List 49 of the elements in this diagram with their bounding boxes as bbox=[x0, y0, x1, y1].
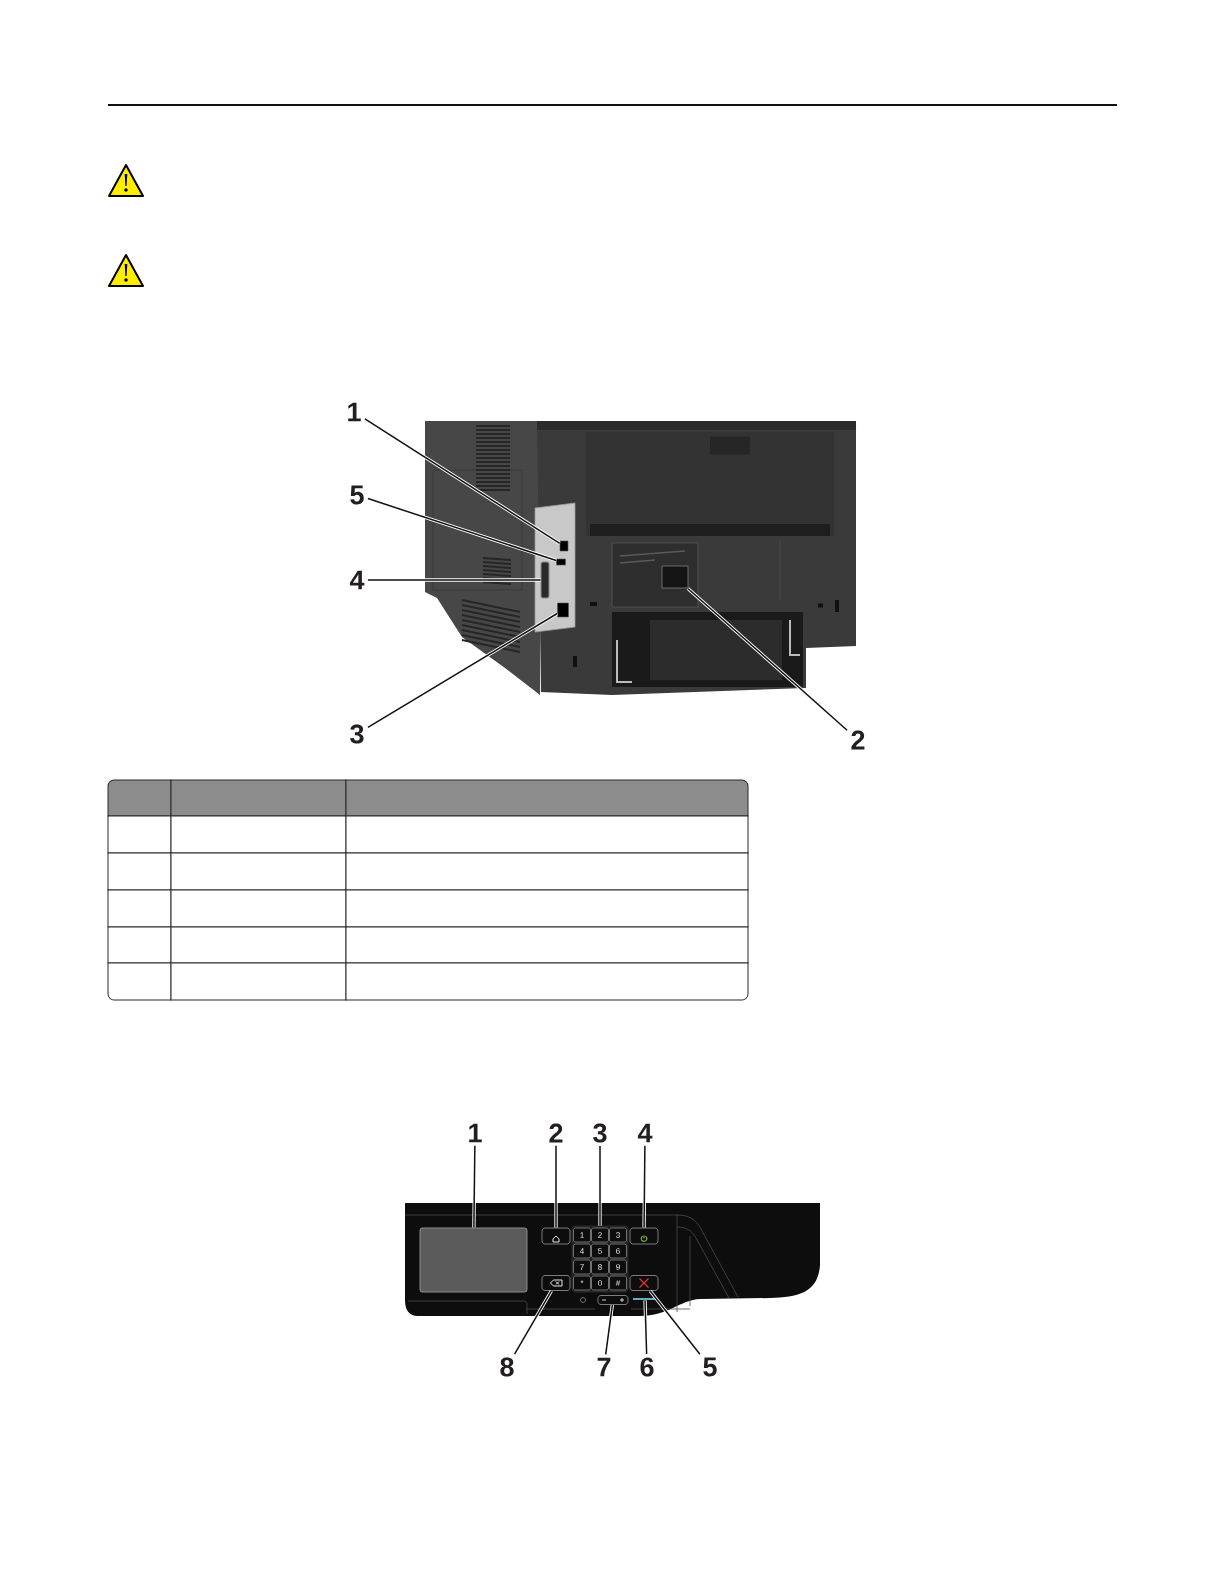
keypad-key: 8 bbox=[591, 1259, 609, 1275]
callout-number: 2 bbox=[549, 1123, 563, 1143]
ethernet-port bbox=[557, 602, 569, 618]
callout-number: 2 bbox=[851, 730, 865, 750]
home-button bbox=[541, 1227, 571, 1245]
callout-number: 1 bbox=[348, 402, 361, 422]
callout-number: 8 bbox=[500, 1357, 514, 1377]
usb-port bbox=[556, 558, 566, 566]
keypad-key: # bbox=[609, 1275, 627, 1291]
callout-number: 5 bbox=[350, 485, 364, 505]
callout-number: 5 bbox=[703, 1357, 717, 1377]
leader-line bbox=[364, 417, 561, 545]
leader-line bbox=[513, 1290, 553, 1355]
keypad-key: 6 bbox=[609, 1243, 627, 1259]
indicator-light bbox=[633, 1298, 657, 1300]
callout-number: 7 bbox=[597, 1357, 611, 1377]
usb-port bbox=[559, 540, 569, 552]
callout-number: 4 bbox=[349, 570, 365, 590]
keypad-key: 2 bbox=[591, 1227, 609, 1243]
power-socket bbox=[661, 565, 689, 589]
keypad-key: 3 bbox=[609, 1227, 627, 1243]
callout-number: 1 bbox=[469, 1123, 482, 1143]
volume-button bbox=[597, 1295, 629, 1305]
keypad-key: 5 bbox=[591, 1243, 609, 1259]
keypad-key: 4 bbox=[573, 1243, 591, 1259]
display-screen bbox=[419, 1227, 528, 1293]
leader-line bbox=[686, 587, 849, 732]
keypad-key: 9 bbox=[609, 1259, 627, 1275]
stop-button bbox=[629, 1275, 659, 1291]
leader-line bbox=[472, 1144, 477, 1229]
leader-line bbox=[648, 1289, 702, 1356]
parallel-port bbox=[540, 561, 550, 599]
leader-line bbox=[367, 612, 559, 729]
keypad-key: * bbox=[573, 1275, 591, 1291]
leader-line bbox=[367, 497, 557, 562]
callout-number: 6 bbox=[640, 1357, 654, 1377]
leader-line bbox=[642, 1144, 647, 1229]
leader-line bbox=[554, 1145, 558, 1229]
leader-line bbox=[367, 578, 542, 582]
callout-number: 3 bbox=[350, 724, 364, 744]
leader-line bbox=[643, 1299, 649, 1355]
keypad-key: 7 bbox=[573, 1259, 591, 1275]
keypad-key: 1 bbox=[573, 1227, 591, 1243]
callout-number: 4 bbox=[637, 1123, 653, 1143]
leader-line bbox=[604, 1304, 614, 1356]
leader-line bbox=[598, 1145, 602, 1227]
callout-number: 3 bbox=[593, 1123, 607, 1143]
power-button bbox=[629, 1227, 659, 1245]
keypad-key: 0 bbox=[591, 1275, 609, 1291]
